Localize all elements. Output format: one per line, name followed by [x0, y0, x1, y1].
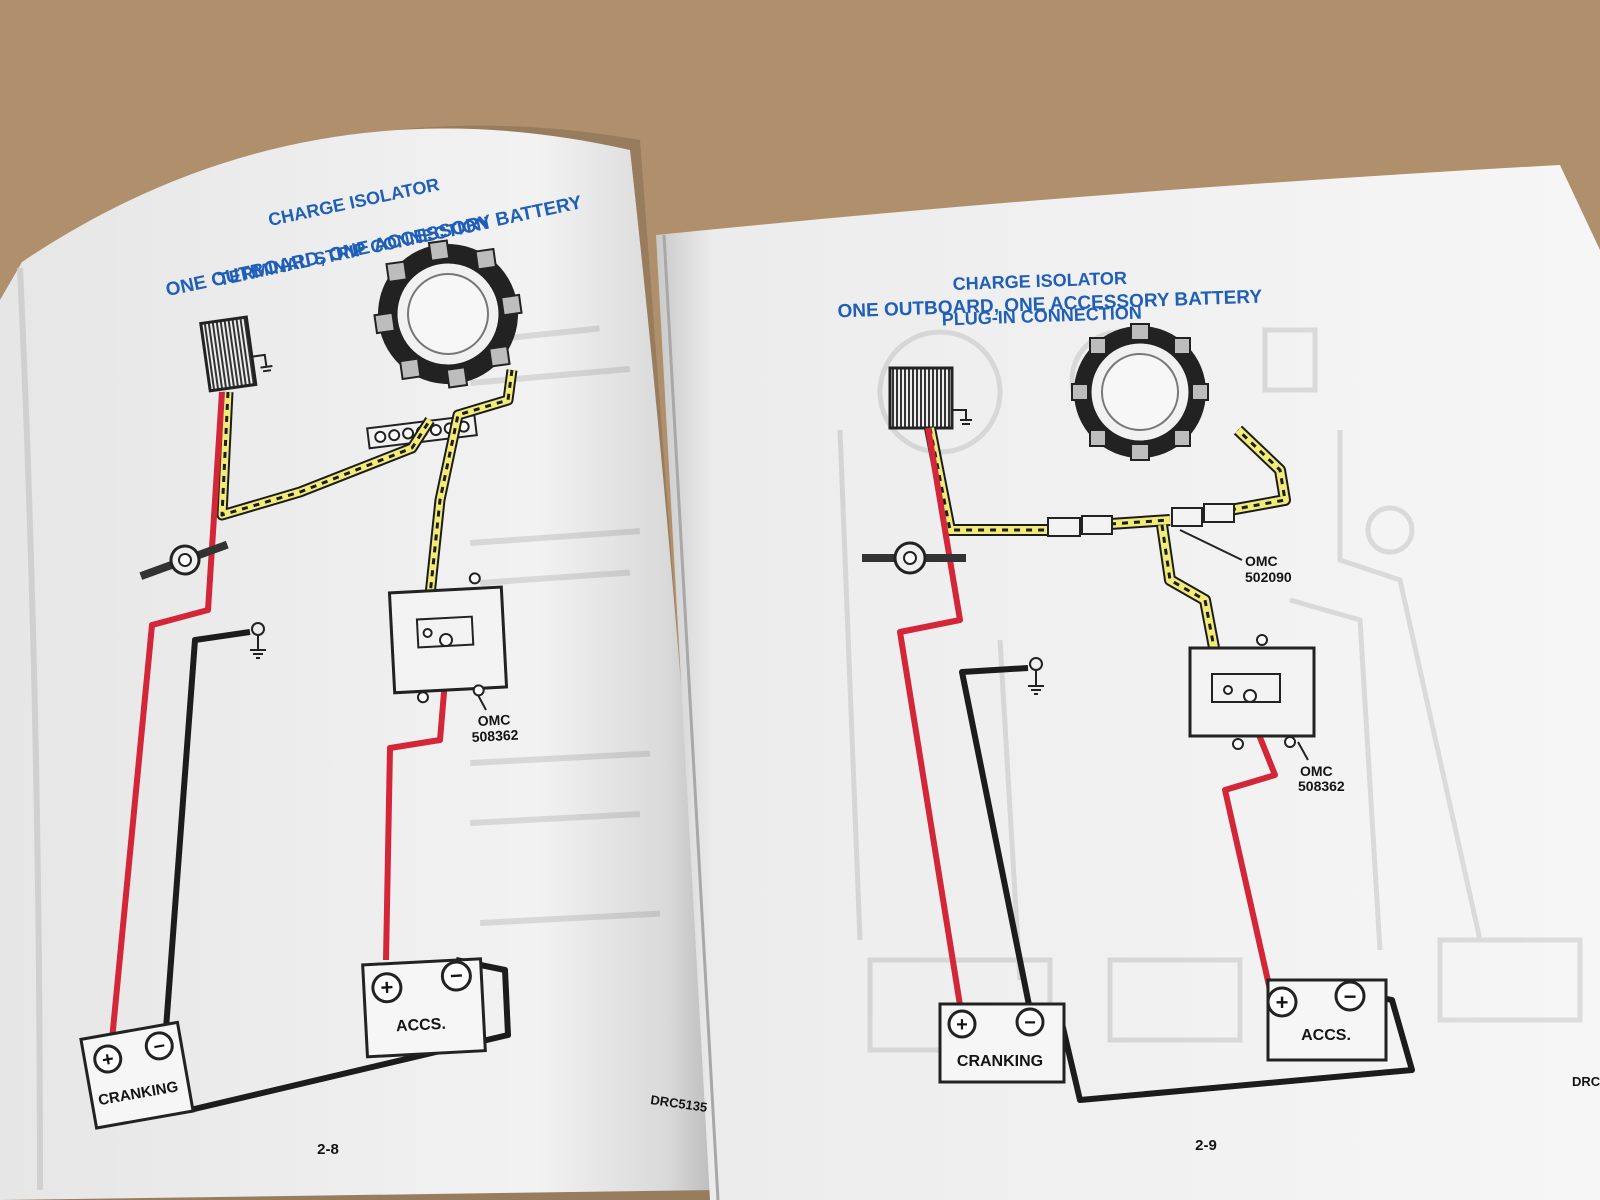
right-harness-leader [1179, 529, 1243, 561]
left-isolator-part-label: OMC [477, 711, 510, 729]
right-isolator-leader [1297, 741, 1309, 761]
left-accs-plus-symbol: + [380, 974, 394, 1000]
page-edges [17, 267, 43, 1191]
left-page [0, 128, 718, 1200]
left-bleed-through-text [460, 325, 661, 926]
right-charge-isolator [1188, 634, 1316, 750]
right-plug-connectors [1047, 503, 1235, 537]
left-red-accessory-wire [383, 644, 451, 961]
right-page-number: 2-9 [1195, 1137, 1217, 1154]
left-accs-label: ACCS. [396, 1016, 447, 1036]
right-red-cranking-wire [897, 427, 963, 1006]
right-accs-plus-symbol: + [1276, 990, 1289, 1015]
right-plug-connector-3 [1171, 507, 1203, 527]
right-ground-icon [1028, 657, 1044, 695]
right-black-ground-wire [959, 665, 1033, 1011]
right-key-switch-icon [862, 541, 966, 575]
right-cranking-label: CRANKING [957, 1053, 1043, 1070]
left-stator [373, 239, 523, 389]
right-diagram: CHARGE ISOLATOR ONE OUTBOARD, ONE ACCESS… [837, 268, 1600, 1154]
left-red-cranking-wire [109, 391, 225, 1041]
left-rectifier [199, 315, 273, 393]
right-cranking-minus-symbol: − [1024, 1012, 1036, 1034]
open-manual [0, 125, 1600, 1200]
left-ground-icon [250, 622, 266, 659]
right-bleed-through-diagram [837, 327, 1583, 1053]
stator-pole-ring [373, 239, 523, 389]
right-plug-connector-1 [1047, 517, 1081, 537]
left-accs-battery: + − ACCS. [361, 957, 487, 1059]
left-cranking-battery: + − CRANKING [79, 1020, 195, 1130]
left-isolator-leader [477, 694, 487, 711]
right-accs-minus-symbol: − [1344, 984, 1357, 1009]
left-cranking-plus-symbol: + [100, 1048, 115, 1072]
right-accs-label: ACCS. [1301, 1027, 1351, 1044]
right-yellow-wires [924, 425, 1291, 692]
right-plug-connector-4 [1203, 503, 1235, 523]
right-harness-number-label: 502090 [1245, 569, 1292, 585]
left-cranking-minus-symbol: − [152, 1035, 167, 1059]
right-cranking-battery: + − CRANKING [938, 1002, 1066, 1084]
right-isolator-part-label: OMC [1300, 763, 1333, 779]
left-red-wires [109, 391, 451, 1041]
left-page-number: 2-8 [317, 1141, 339, 1158]
right-rectifier [888, 366, 972, 430]
right-harness-part-label: OMC [1245, 553, 1278, 569]
right-stator [1071, 323, 1209, 461]
left-isolator-number-label: 508362 [471, 727, 519, 745]
right-drawing-id: DRC [1572, 1074, 1600, 1089]
left-black-ground-wire [162, 629, 251, 1043]
left-charge-isolator [387, 572, 509, 704]
right-isolator-number-label: 508362 [1298, 778, 1345, 794]
right-accs-battery: + − ACCS. [1266, 978, 1388, 1062]
right-plug-connector-2 [1081, 515, 1113, 535]
book-spine [662, 234, 720, 1200]
left-accs-minus-symbol: − [449, 963, 463, 989]
left-key-switch-icon [139, 540, 229, 580]
right-cranking-plus-symbol: + [956, 1014, 968, 1036]
